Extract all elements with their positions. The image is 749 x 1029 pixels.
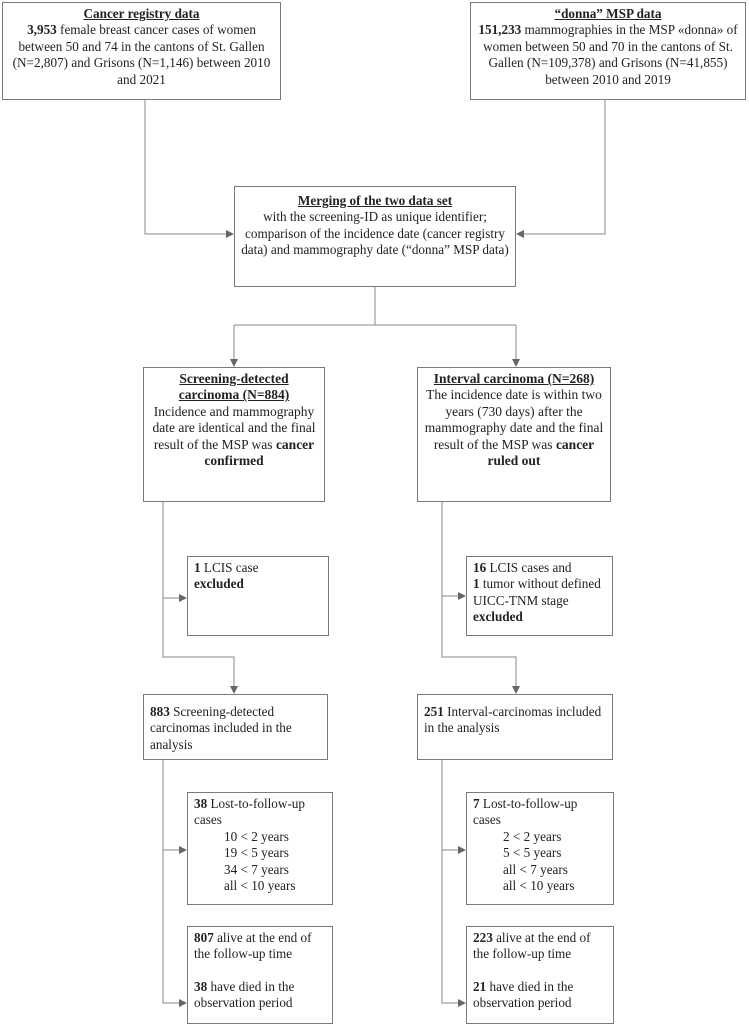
excluded-left-box: 1 LCIS case excluded (187, 556, 329, 636)
lost-right-head: 7 Lost-to-follow-up cases (473, 796, 578, 828)
outcome-right-died: 21 have died in the observation period (473, 978, 574, 1011)
merge-text: with the screening-ID as unique identifi… (241, 209, 509, 258)
registry-box: Cancer registry data 3,953 female breast… (2, 2, 281, 100)
arrow-screening-to-included (162, 502, 238, 694)
outcome-left-alive: 807 alive at the end of the follow-up ti… (194, 930, 312, 962)
arrow-incl-left-to-outcome (162, 760, 187, 1007)
msp-title: “donna” MSP data (554, 6, 662, 21)
lost-left-head: 38 Lost-to-follow-up cases (194, 796, 305, 828)
interval-title: Interval carcinoma (N=268) (433, 371, 595, 386)
outcome-right-alive: 223 alive at the end of the follow-up ti… (473, 930, 591, 962)
arrow-interval-to-included (441, 502, 520, 694)
lost-left-row: all < 10 years (224, 878, 296, 894)
lost-right-row: 2 < 2 years (503, 828, 562, 844)
registry-text: 3,953 female breast cancer cases of wome… (12, 22, 271, 87)
lost-left-row: 19 < 5 years (224, 845, 289, 861)
arrow-incl-right-to-outcome (441, 760, 466, 1007)
lost-right-row: 5 < 5 years (503, 845, 562, 861)
msp-box: “donna” MSP data 151,233 mammographies i… (470, 2, 746, 100)
screening-text: Incidence and mammography date are ident… (152, 403, 316, 469)
included-right-box: 251 Interval-carcinomas included in the … (417, 694, 613, 760)
lost-left-box: 38 Lost-to-follow-up cases 10 < 2 years … (187, 792, 333, 905)
merge-title: Merging of the two data set (297, 193, 453, 208)
lost-left-row: 34 < 7 years (224, 861, 289, 877)
screening-box: Screening-detected carcinoma (N=884) Inc… (143, 367, 325, 502)
excluded-right-box: 16 LCIS cases and 1 tumor without define… (466, 556, 613, 636)
outcome-left-box: 807 alive at the end of the follow-up ti… (187, 926, 333, 1024)
lost-right-row: all < 7 years (503, 861, 568, 877)
interval-box: Interval carcinoma (N=268) The incidence… (417, 367, 611, 502)
included-left-box: 883 Screening-detected carcinomas includ… (143, 694, 328, 760)
msp-text: 151,233 mammographies in the MSP «donna»… (478, 22, 738, 87)
merge-box: Merging of the two data set with the scr… (234, 186, 516, 287)
arrow-registry-to-merge (144, 100, 234, 238)
outcome-left-died: 38 have died in the observation period (194, 978, 295, 1011)
arrow-msp-to-merge (516, 100, 606, 238)
outcome-right-box: 223 alive at the end of the follow-up ti… (466, 926, 614, 1024)
registry-title: Cancer registry data (83, 6, 200, 21)
interval-text: The incidence date is within two years (… (424, 387, 604, 469)
lost-left-row: 10 < 2 years (224, 828, 289, 844)
lost-right-box: 7 Lost-to-follow-up cases 2 < 2 years 5 … (466, 792, 614, 905)
lost-right-row: all < 10 years (503, 878, 575, 894)
screening-title: Screening-detected carcinoma (N=884) (178, 371, 290, 403)
